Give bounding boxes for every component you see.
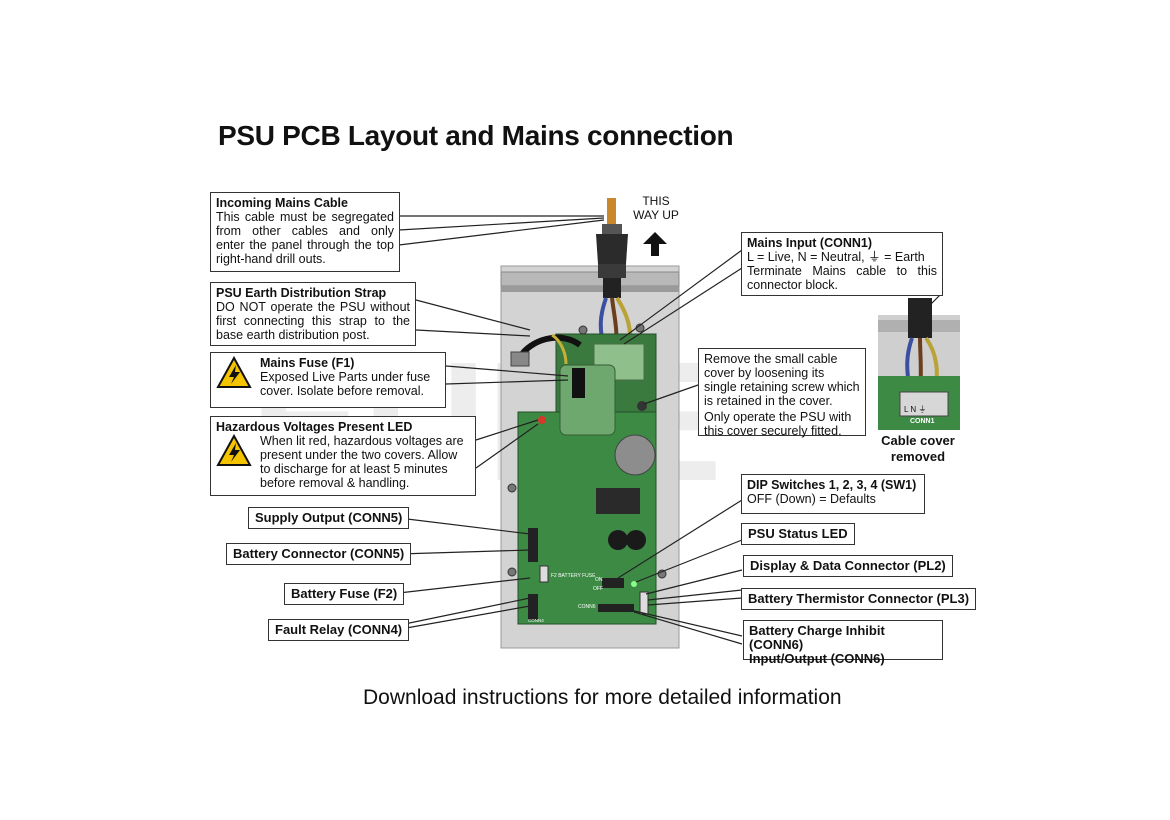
cable-cover-inset	[878, 298, 960, 430]
capacitor	[614, 434, 656, 476]
callout-paragraph: Remove the small cable cover by loosenin…	[704, 352, 860, 408]
callout-paragraph: Only operate the PSU with this cover sec…	[704, 410, 852, 438]
enclosure-screws	[507, 323, 667, 579]
callout-line: L = Live, N = Neutral, ⏚ = Earth	[747, 250, 925, 264]
cable-cover-removed-caption: Cable cover removed	[881, 433, 955, 464]
fuse-cover	[559, 364, 616, 436]
callout-status-led: PSU Status LED	[741, 523, 855, 545]
callout-supply-output: Supply Output (CONN5)	[248, 507, 410, 529]
callout-mains-input: Mains Input (CONN1) L = Live, N = Neutra…	[741, 232, 943, 296]
board-label-dip-on: ON	[595, 577, 603, 583]
callout-body: Terminate Mains cable to this connector …	[747, 264, 937, 292]
callout-heading: Hazardous Voltages Present LED	[216, 420, 413, 434]
callout-body: Exposed Live Parts under fuse cover. Iso…	[260, 370, 431, 398]
inset-conn1-label: CONN1	[910, 418, 935, 425]
callout-line: Battery Charge Inhibit (CONN6)	[749, 623, 885, 652]
cover-screw	[637, 401, 647, 411]
top-rail	[500, 271, 680, 287]
callout-fault-relay: Fault Relay (CONN4)	[268, 619, 410, 641]
mains-fuse	[572, 368, 585, 398]
dip-switch	[602, 578, 624, 588]
download-note: Download instructions for more detailed …	[363, 686, 842, 709]
battery-fuse-holder	[539, 565, 549, 583]
board-label-battery-fuse: F2 BATTERY FUSE	[551, 573, 596, 579]
callout-body: When lit red, hazardous voltages are pre…	[260, 434, 464, 490]
transformer	[596, 488, 640, 514]
callout-body: DO NOT operate the PSU without first con…	[216, 300, 410, 342]
earth-strap	[510, 333, 582, 367]
status-led	[631, 581, 637, 587]
board-label-dip-off: OFF	[593, 586, 603, 592]
callout-mains-fuse: Mains Fuse (F1) Exposed Live Parts under…	[210, 352, 446, 408]
callout-body: OFF (Down) = Defaults	[747, 492, 876, 506]
hazard-led	[538, 416, 546, 424]
callout-battery-fuse: Battery Fuse (F2)	[284, 583, 405, 605]
callout-heading: Mains Fuse (F1)	[260, 356, 355, 370]
callout-body: This cable must be segregated from other…	[216, 210, 394, 266]
this-way-up-label: THIS WAY UP	[633, 194, 679, 222]
callout-battery-connector: Battery Connector (CONN5)	[226, 543, 412, 565]
high-voltage-warning-icon	[216, 434, 252, 466]
callout-cable-cover: Remove the small cable cover by loosenin…	[698, 348, 866, 438]
fault-relay-terminal	[528, 594, 538, 620]
callout-incoming-mains: Incoming Mains Cable This cable must be …	[210, 192, 400, 272]
callout-hazard-led: Hazardous Voltages Present LED When lit …	[210, 416, 476, 496]
leader-lines	[389, 215, 941, 645]
callout-thermistor-connector: Battery Thermistor Connector (PL3)	[741, 588, 977, 610]
callout-heading: Incoming Mains Cable	[216, 196, 348, 210]
callout-charge-inhibit: Battery Charge Inhibit (CONN6) Input/Out…	[743, 620, 943, 666]
conn6-terminal	[598, 604, 634, 612]
up-arrow	[643, 232, 667, 256]
callout-display-connector: Display & Data Connector (PL2)	[743, 555, 953, 577]
display-connector	[639, 591, 649, 615]
callout-earth-strap: PSU Earth Distribution Strap DO NOT oper…	[210, 282, 416, 346]
callout-heading: PSU Earth Distribution Strap	[216, 286, 387, 300]
high-voltage-warning-icon	[216, 356, 252, 388]
board-label-conn4: CONN4	[528, 618, 544, 623]
callout-dip-switches: DIP Switches 1, 2, 3, 4 (SW1) OFF (Down)…	[741, 474, 925, 514]
supply-output-terminal	[528, 528, 538, 562]
callout-line: Input/Output (CONN6)	[749, 651, 885, 666]
page-title: PSU PCB Layout and Mains connection	[218, 120, 734, 151]
callout-heading: DIP Switches 1, 2, 3, 4 (SW1)	[747, 478, 917, 492]
inset-terminal-labels: L N ⏚	[904, 405, 926, 414]
callout-heading: Mains Input (CONN1)	[747, 236, 872, 250]
board-label-conn6: CONN6	[578, 604, 596, 610]
